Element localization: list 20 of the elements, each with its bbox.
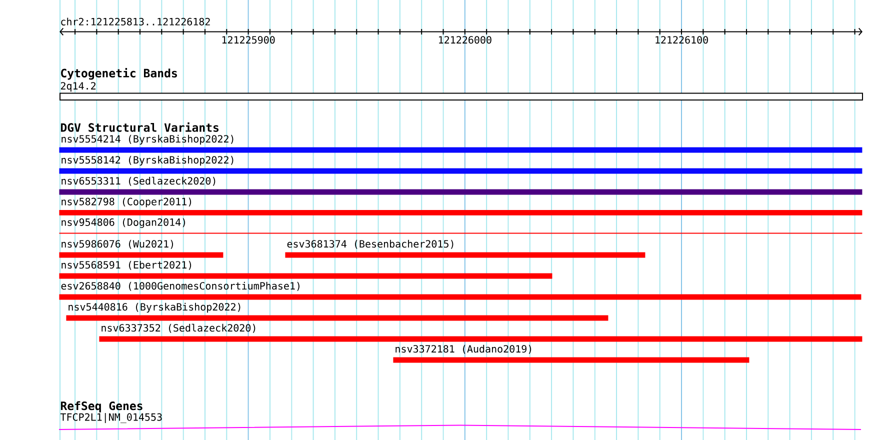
variant-label: nsv5568591 (Ebert2021) bbox=[62, 260, 192, 270]
variant-label: nsv6337352 (Sedlazeck2020) bbox=[102, 324, 256, 333]
track-heading: DGV Structural Variants bbox=[60, 122, 218, 132]
coordinate-label: chr2:121225813..121226182 bbox=[61, 18, 210, 26]
variant-label: esv2658840 (1000GenomesConsortiumPhase1) bbox=[61, 282, 300, 291]
tick-label: 121226100 bbox=[656, 36, 708, 44]
band-label: 2q14.2 bbox=[60, 82, 96, 92]
variant-label: nsv5558142 (ByrskaBishop2022) bbox=[62, 156, 234, 166]
variant-label: nsv954806 (Dogan2014) bbox=[62, 218, 186, 228]
variant-label: nsv3372181 (Audano2019) bbox=[396, 344, 532, 354]
variant-label: nsv5440816 (ByrskaBishop2022) bbox=[68, 302, 240, 313]
variant-label: nsv5554214 (ByrskaBishop2022) bbox=[62, 134, 234, 145]
track-heading: Cytogenetic Bands bbox=[61, 68, 177, 80]
variant-label: nsv6553311 (Sedlazeck2020) bbox=[62, 176, 216, 186]
gene-label: TFCP2L1|NM_014553 bbox=[60, 413, 162, 424]
tick-label: 121225900 bbox=[222, 36, 275, 44]
variant-label: esv3681374 (Besenbacher2015) bbox=[287, 240, 454, 249]
tick-label: 121226000 bbox=[439, 36, 492, 44]
variant-label: nsv5986076 (Wu2021) bbox=[62, 240, 173, 249]
variant-label: nsv582798 (Cooper2011) bbox=[62, 198, 192, 208]
